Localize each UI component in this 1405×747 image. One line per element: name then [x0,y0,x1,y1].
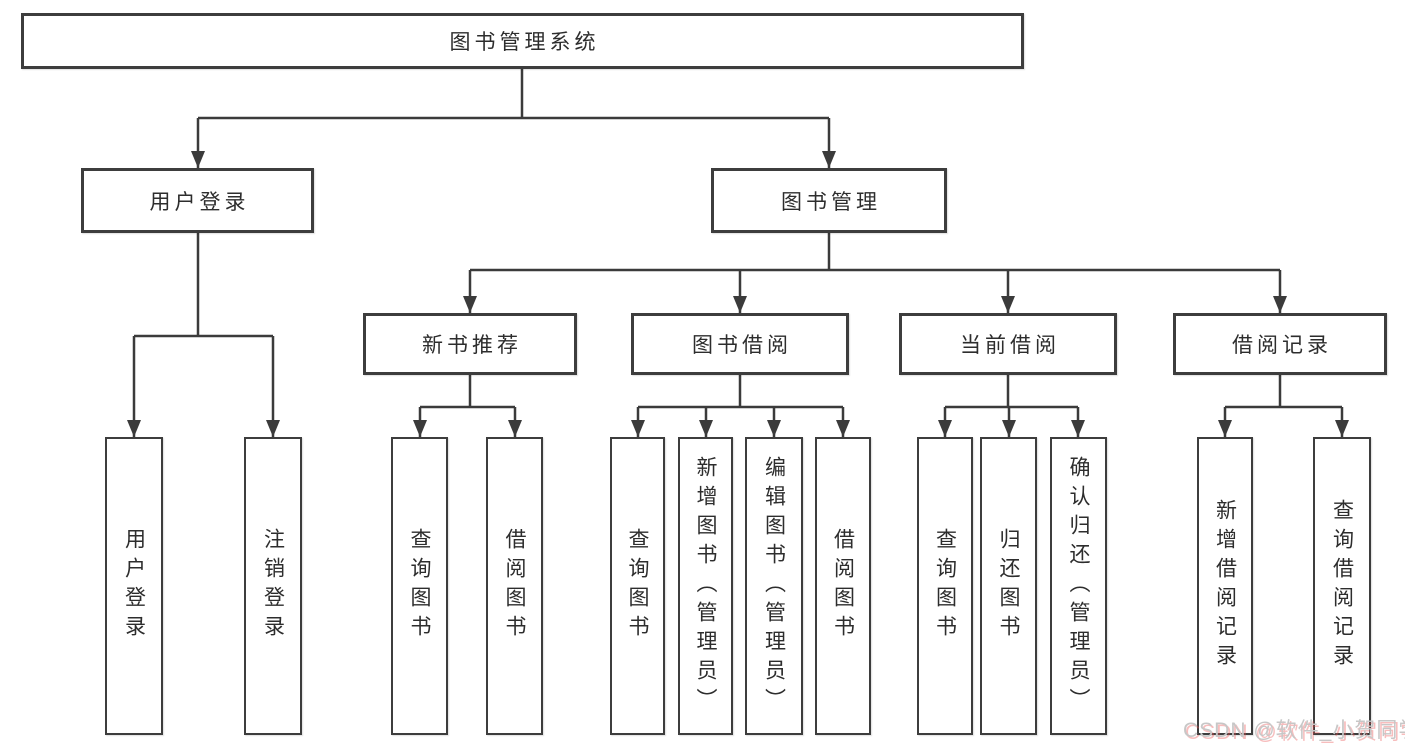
leaf-logout: 注销登录 [244,437,302,735]
node-current-borrow-branch-label: 当前借阅 [960,334,1060,357]
leaf-records-add-label: 新增借阅记录 [1213,499,1237,673]
leaf-current-confirm-admin-label: 确认归还（管理员） [1067,455,1090,717]
node-root: 图书管理系统 [21,13,1024,69]
leaf-borrow-add-admin: 新增图书（管理员） [678,437,733,735]
node-root-label: 图书管理系统 [449,31,600,54]
node-new-books-branch: 新书推荐 [363,313,577,375]
leaf-borrow-edit-admin: 编辑图书（管理员） [745,437,803,735]
leaf-current-query-label: 查询图书 [933,528,957,644]
node-user-login-branch: 用户登录 [81,168,314,233]
node-book-borrow-branch: 图书借阅 [631,313,849,375]
node-book-mgmt-branch-label: 图书管理 [781,190,881,214]
node-new-books-branch-label: 新书推荐 [422,334,522,357]
leaf-borrow-borrow: 借阅图书 [815,437,871,735]
node-current-borrow-branch: 当前借阅 [899,313,1117,375]
leaf-current-query: 查询图书 [917,437,973,735]
leaf-user-login: 用户登录 [105,437,163,735]
leaf-records-query: 查询借阅记录 [1313,437,1371,735]
leaf-logout-label: 注销登录 [261,528,285,644]
leaf-user-login-label: 用户登录 [122,528,146,644]
node-borrow-records-branch: 借阅记录 [1173,313,1387,375]
csdn-watermark: CSDN @软件_小贺同学 [1183,719,1405,742]
leaf-newbooks-query: 查询图书 [391,437,448,735]
leaf-current-return-label: 归还图书 [997,528,1020,644]
leaf-newbooks-borrow-label: 借阅图书 [503,528,526,644]
node-book-borrow-branch-label: 图书借阅 [692,334,792,357]
leaf-newbooks-borrow: 借阅图书 [486,437,543,735]
leaf-records-query-label: 查询借阅记录 [1330,499,1354,673]
node-book-mgmt-branch: 图书管理 [711,168,947,233]
leaf-borrow-query: 查询图书 [610,437,665,735]
leaf-borrow-query-label: 查询图书 [626,528,649,644]
leaf-records-add: 新增借阅记录 [1197,437,1253,735]
leaf-borrow-add-admin-label: 新增图书（管理员） [694,455,717,717]
leaf-borrow-borrow-label: 借阅图书 [831,528,855,644]
leaf-current-return: 归还图书 [980,437,1037,735]
node-borrow-records-branch-label: 借阅记录 [1232,334,1332,357]
leaf-borrow-edit-admin-label: 编辑图书（管理员） [762,455,786,717]
node-user-login-branch-label: 用户登录 [149,190,250,214]
leaf-newbooks-query-label: 查询图书 [408,528,431,644]
leaf-current-confirm-admin: 确认归还（管理员） [1050,437,1107,735]
